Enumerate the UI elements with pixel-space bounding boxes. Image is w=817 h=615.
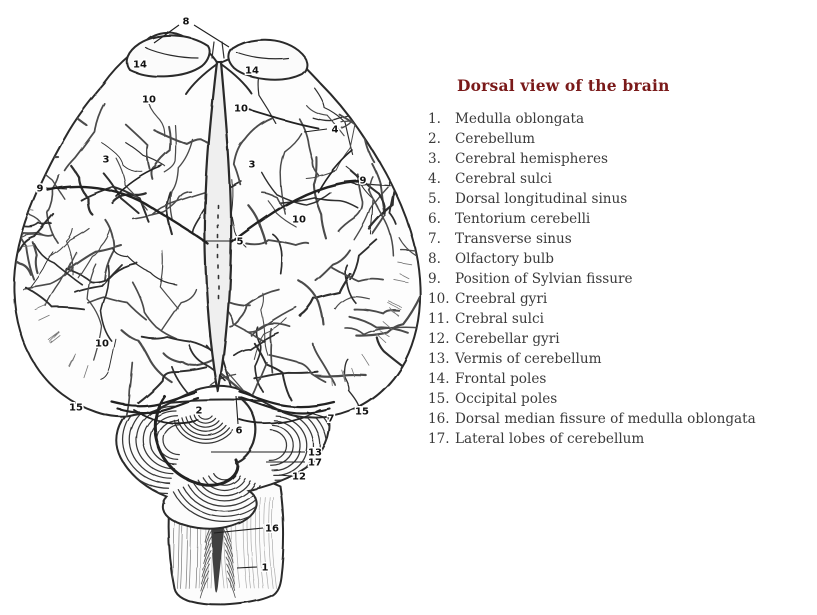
legend-item-number: 4.: [428, 171, 441, 187]
legend-item-label: Cerebral hemispheres: [455, 151, 608, 167]
legend-item-number: 3.: [428, 151, 441, 167]
legend-item-number: 2.: [428, 131, 441, 147]
legend-item-number: 5.: [428, 191, 441, 207]
legend-item-number: 1.: [428, 111, 441, 127]
leader-line: [306, 411, 325, 418]
diagram-label-10: 10: [142, 95, 156, 106]
legend-item-number: 6.: [428, 211, 441, 227]
legend-item-number: 17.: [428, 431, 450, 447]
legend-item-number: 7.: [428, 231, 441, 247]
legend-item-number: 15.: [428, 391, 450, 407]
diagram-label-15: 15: [69, 403, 83, 414]
legend-item-number: 11.: [428, 311, 450, 327]
diagram-label-14: 14: [245, 66, 259, 77]
legend-item: 1. Medulla oblongata: [428, 109, 814, 129]
legend-item-label: Medulla oblongata: [455, 111, 585, 127]
legend-item-label: Dorsal median fissure of medulla oblonga…: [455, 411, 756, 427]
diagram-label-12: 12: [292, 472, 306, 483]
legend-item-label: Tentorium cerebelli: [455, 211, 591, 227]
legend-item-number: 13.: [428, 351, 450, 367]
legend-item: 3. Cerebral hemispheres: [428, 149, 814, 169]
drawing-layer: [12, 31, 422, 606]
dorsal-median-fissure: [211, 511, 225, 593]
legend-item-label: Olfactory bulb: [455, 251, 554, 267]
legend-item-label: Transverse sinus: [455, 231, 572, 247]
transverse-sinus: [110, 390, 336, 408]
diagram-label-9: 9: [37, 184, 44, 195]
legend-item-label: Position of Sylvian fissure: [455, 271, 633, 287]
legend-item-label: Creebral gyri: [455, 291, 548, 307]
dorsal-longitudinal-sinus: [185, 60, 253, 393]
legend-item: 10. Creebral gyri: [428, 289, 814, 309]
legend-item-label: Vermis of cerebellum: [455, 351, 602, 367]
diagram-label-10: 10: [95, 339, 109, 350]
legend-item-number: 14.: [428, 371, 450, 387]
diagram-label-6: 6: [236, 426, 243, 437]
legend-item: 6. Tentorium cerebelli: [428, 209, 814, 229]
diagram-label-13: 13: [308, 448, 322, 459]
diagram-label-10: 10: [234, 104, 248, 115]
legend-item: 7. Transverse sinus: [428, 229, 814, 249]
legend-item-number: 10.: [428, 291, 450, 307]
leader-line: [153, 24, 180, 44]
legend-panel: Dorsal view of the brain 1. Medulla oblo…: [428, 76, 814, 449]
legend-item: 8. Olfactory bulb: [428, 249, 814, 269]
leader-line: [343, 179, 357, 182]
legend-item: 4. Cerebral sulci: [428, 169, 814, 189]
legend-item-number: 12.: [428, 331, 450, 347]
legend-item-label: Cerebellum: [455, 131, 536, 147]
leader-line: [193, 24, 230, 48]
legend-item: 5. Dorsal longitudinal sinus: [428, 189, 814, 209]
diagram-label-17: 17: [308, 458, 322, 469]
diagram-label-8: 8: [183, 17, 190, 28]
diagram-label-4: 4: [332, 125, 339, 136]
olfactory-bulbs: [126, 34, 308, 81]
diagram-label-3: 3: [103, 155, 110, 166]
leader-line: [213, 527, 264, 534]
legend-item-number: 8.: [428, 251, 441, 267]
diagram-label-1: 1: [262, 563, 269, 574]
legend-item: 2. Cerebellum: [428, 129, 814, 149]
diagram-label-16: 16: [265, 524, 279, 535]
leader-line: [278, 474, 292, 477]
diagram-label-7: 7: [328, 414, 335, 425]
diagram-label-2: 2: [196, 406, 203, 417]
legend-item: 16. Dorsal median fissure of medulla obl…: [428, 409, 814, 429]
diagram-label-15: 15: [355, 407, 369, 418]
vermis-of-cerebellum: [153, 394, 258, 487]
legend-item-label: Cerebral sulci: [455, 171, 553, 187]
fissure-shading: [199, 521, 237, 599]
legend-item: 13. Vermis of cerebellum: [428, 349, 814, 369]
leader-line: [45, 187, 68, 190]
legend-item: 9. Position of Sylvian fissure: [428, 269, 814, 289]
legend-item: 17. Lateral lobes of cerebellum: [428, 429, 814, 449]
diagram-label-5: 5: [237, 237, 244, 248]
leader-line: [236, 566, 258, 569]
legend-item-label: Occipital poles: [455, 391, 558, 407]
diagram-label-3: 3: [249, 160, 256, 171]
legend-item: 15. Occipital poles: [428, 389, 814, 409]
diagram-label-14: 14: [133, 60, 147, 71]
legend-item-number: 9.: [428, 271, 441, 287]
legend-item: 11. Crebral sulci: [428, 309, 814, 329]
sylvian-vessel-left: [46, 185, 210, 246]
leader-line: [303, 128, 328, 133]
legend-list: 1. Medulla oblongata 2. Cerebellum 3. Ce…: [428, 109, 814, 449]
sylvian-vessel-right: [230, 179, 360, 244]
legend-item-label: Frontal poles: [455, 371, 547, 387]
legend-item-label: Crebral sulci: [455, 311, 544, 327]
diagram-label-9: 9: [360, 176, 367, 187]
legend-item: 12. Cerebellar gyri: [428, 329, 814, 349]
leader-line: [235, 395, 239, 425]
legend-item-label: Cerebellar gyri: [455, 331, 560, 347]
legend-item-label: Dorsal longitudinal sinus: [455, 191, 628, 207]
legend-item-label: Lateral lobes of cerebellum: [455, 431, 645, 447]
diagram-label-10: 10: [292, 215, 306, 226]
legend-item: 14. Frontal poles: [428, 369, 814, 389]
legend-item-number: 16.: [428, 411, 450, 427]
legend-title: Dorsal view of the brain: [457, 76, 670, 95]
